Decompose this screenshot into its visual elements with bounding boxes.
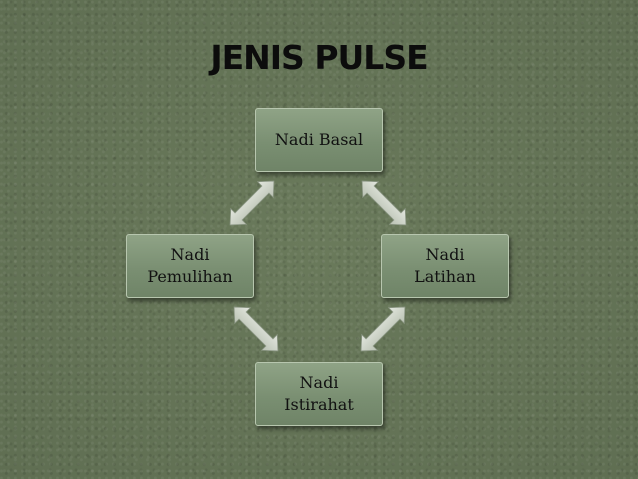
slide-title: JENIS PULSE xyxy=(210,38,428,77)
node-label: Nadi Pemulihan xyxy=(147,245,233,286)
arrow-top-right xyxy=(353,172,415,234)
node-label: Nadi Basal xyxy=(274,130,364,149)
node-label: Nadi Istirahat xyxy=(284,373,354,414)
node-label: Nadi Latihan xyxy=(414,245,476,286)
node-nadi-pemulihan: Nadi Pemulihan xyxy=(126,234,254,298)
node-nadi-latihan: Nadi Latihan xyxy=(381,234,509,298)
node-nadi-basal: Nadi Basal xyxy=(255,108,383,172)
node-nadi-istirahat: Nadi Istirahat xyxy=(255,362,383,426)
arrow-bottom-right xyxy=(352,298,414,360)
arrow-top-left xyxy=(221,172,283,234)
arrow-bottom-left xyxy=(225,298,287,360)
